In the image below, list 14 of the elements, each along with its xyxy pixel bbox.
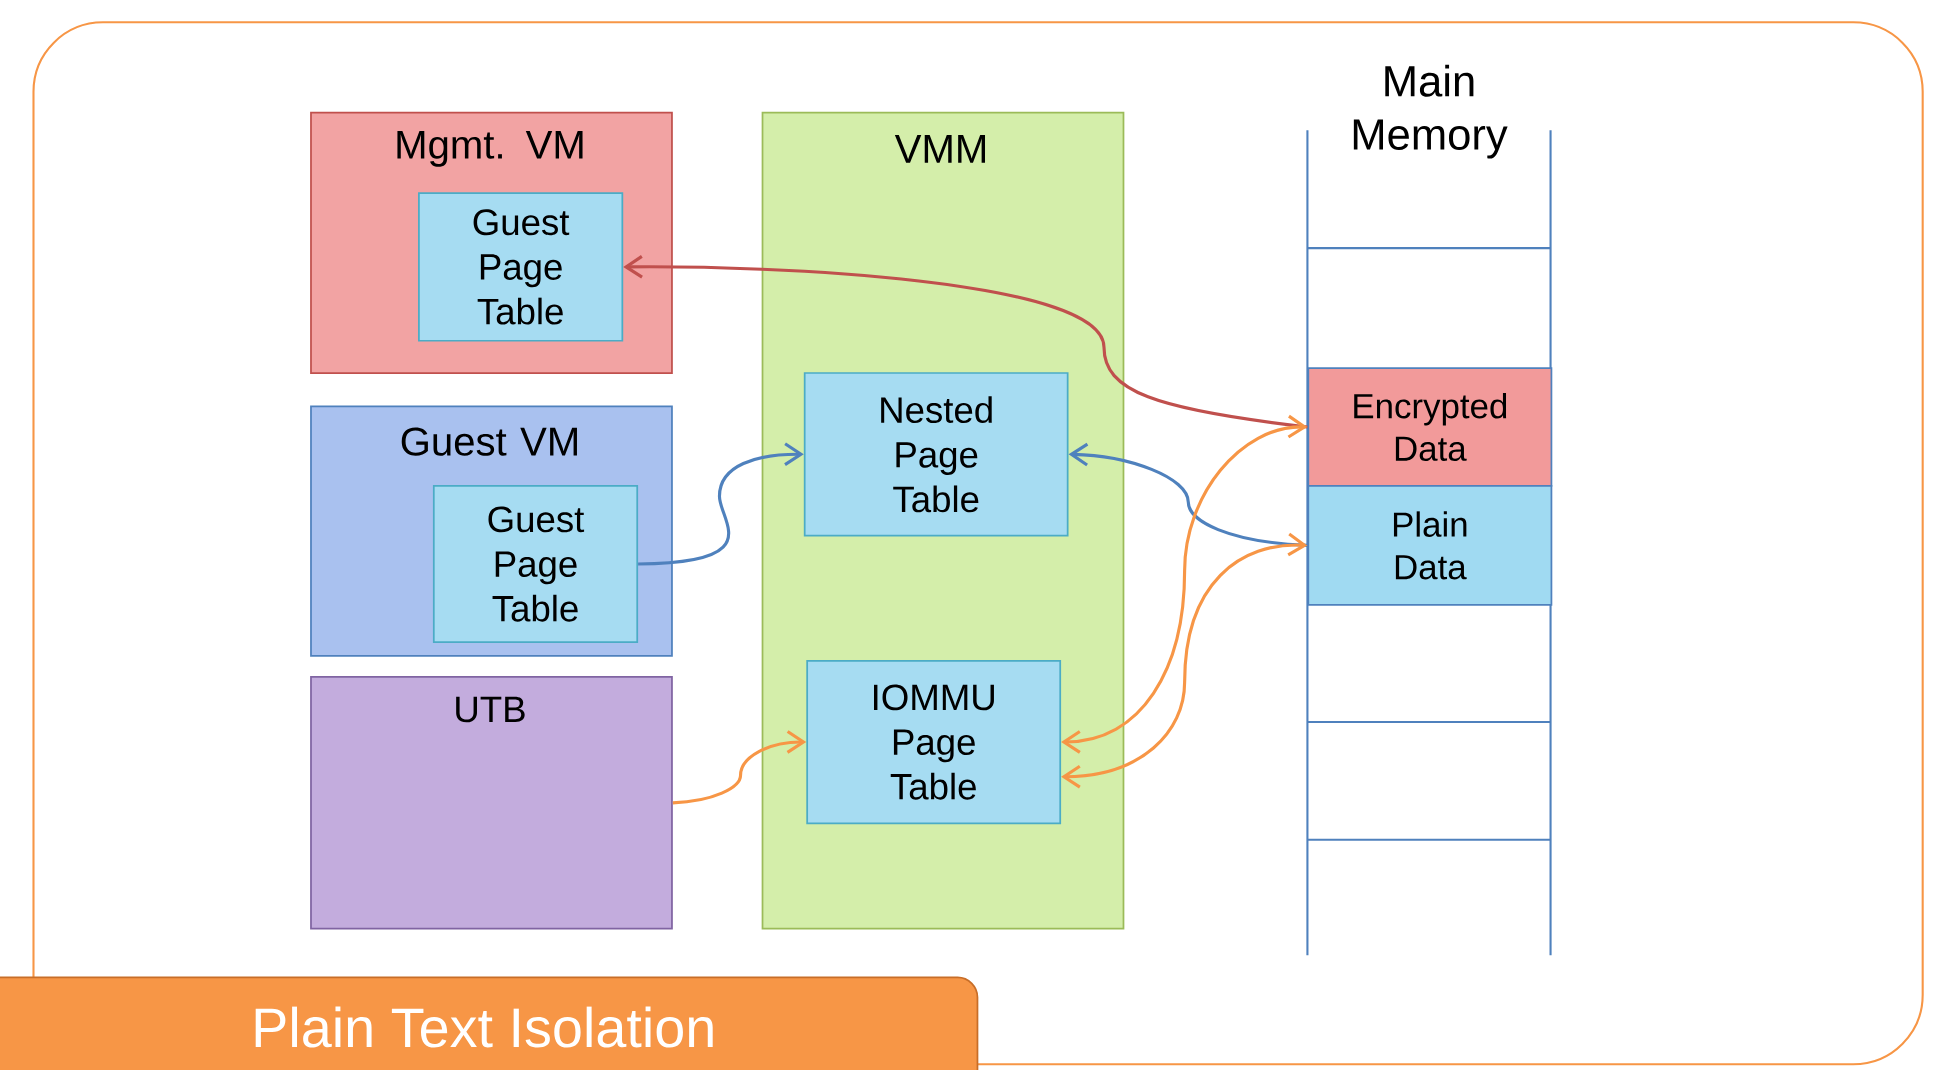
page-table-box: Guest Page Table bbox=[418, 192, 624, 342]
arrow bbox=[672, 729, 807, 805]
arrow bbox=[638, 442, 804, 566]
memory-cell: Plain Data bbox=[1307, 484, 1553, 606]
memory-cell: Encrypted Data bbox=[1307, 366, 1553, 487]
arrow bbox=[623, 254, 1308, 429]
utb-panel: UTB bbox=[310, 675, 673, 930]
page-table-box: IOMMU Page Table bbox=[806, 659, 1062, 824]
arrow bbox=[1061, 414, 1308, 754]
arrow bbox=[1061, 532, 1308, 789]
arrow bbox=[1068, 442, 1308, 547]
page-table-box: Guest Page Table bbox=[432, 484, 639, 643]
title-banner: Plain Text Isolation bbox=[0, 976, 979, 1070]
page-table-box: Nested Page Table bbox=[803, 371, 1069, 537]
